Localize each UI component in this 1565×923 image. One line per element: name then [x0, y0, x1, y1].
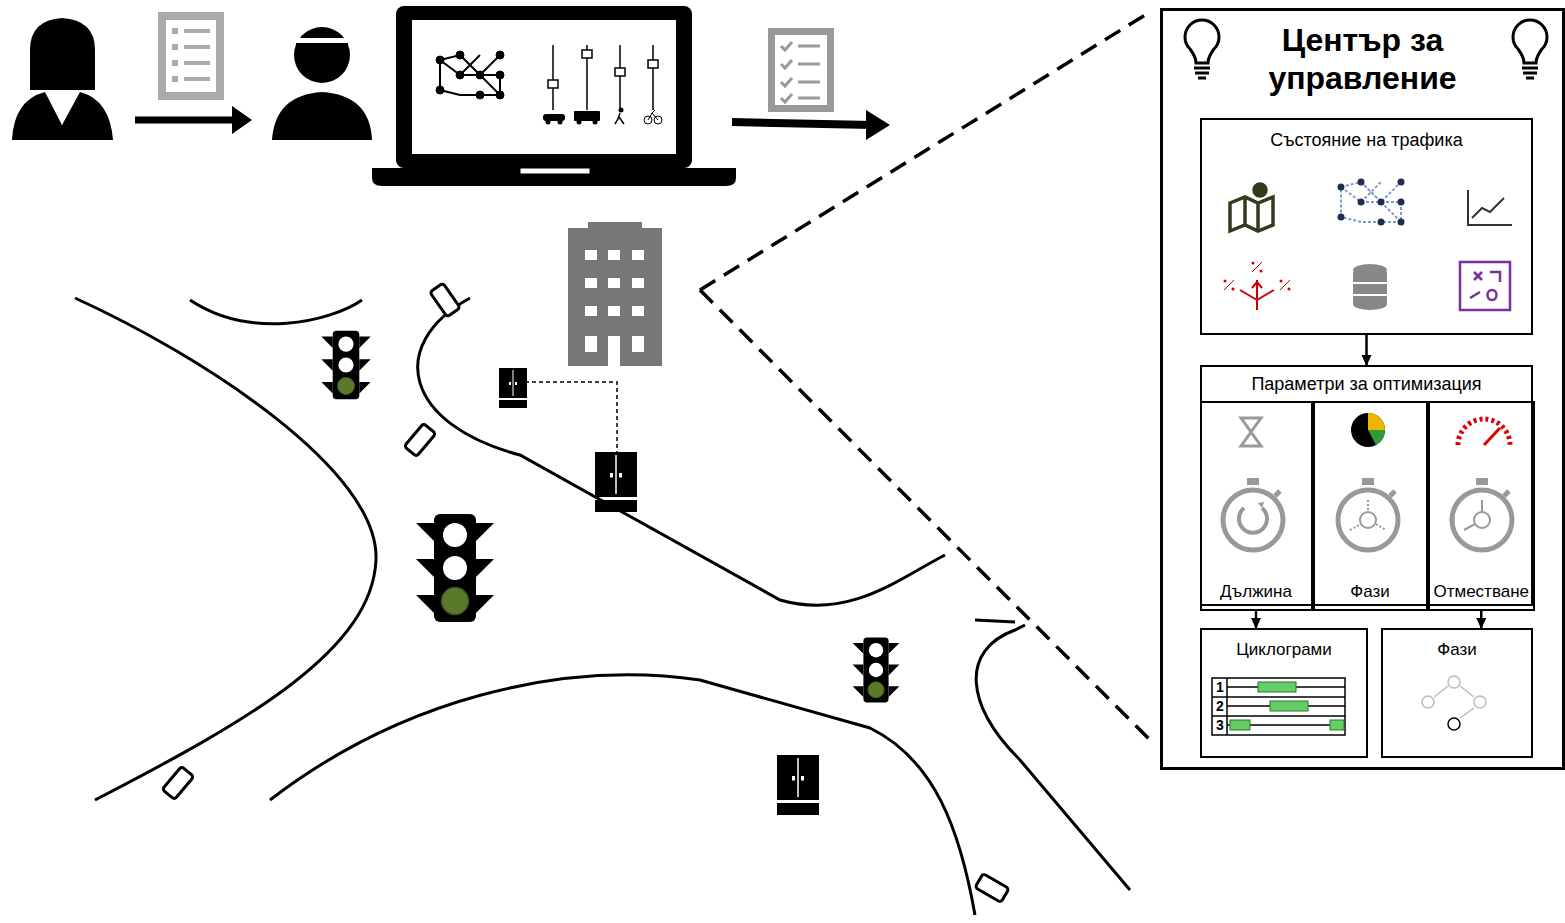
box-label: Състояние на трафика: [1202, 130, 1531, 152]
process-box: Циклограми: [1200, 628, 1368, 758]
connector-arrow: [1365, 335, 1368, 365]
process-box: Дължина: [1200, 401, 1313, 611]
box-label: Дължина: [1202, 582, 1311, 602]
connector-arrow: [1480, 611, 1483, 629]
process-box: Фази: [1313, 401, 1428, 611]
row-number: 3: [1216, 718, 1224, 732]
control-center-panel: Център за управлениеСъстояние на трафика…: [1160, 8, 1565, 770]
box-label: Фази: [1315, 582, 1426, 602]
process-box: Състояние на трафика: [1200, 118, 1533, 335]
box-label: Циклограми: [1202, 640, 1366, 660]
row-number: 2: [1216, 699, 1224, 713]
process-box: Фази: [1381, 628, 1533, 758]
panel-title: Център за управление: [1243, 21, 1483, 98]
process-box: Отместване: [1428, 401, 1536, 611]
row-number: 1: [1216, 680, 1224, 694]
connector-arrow: [1255, 611, 1258, 629]
process-box: Параметри за оптимизацияДължинаФазиОтмес…: [1200, 365, 1533, 606]
box-label: Отместване: [1430, 582, 1534, 602]
box-label: Фази: [1383, 640, 1531, 660]
box-label: Параметри за оптимизация: [1202, 374, 1531, 396]
